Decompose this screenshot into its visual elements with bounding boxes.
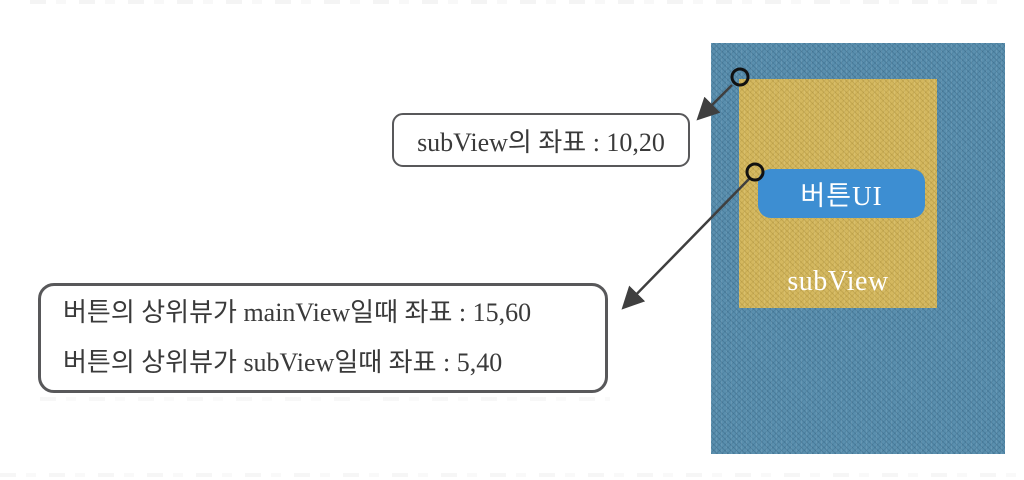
callout-button-line-mainview: 버튼의 상위뷰가 mainView일때 좌표 : 15,60: [63, 298, 532, 327]
callout-button-coordinates: 버튼의 상위뷰가 mainView일때 좌표 : 15,60 버튼의 상위뷰가 …: [38, 283, 608, 393]
button-ui-rect: 버튼UI: [758, 169, 925, 218]
sub-view-label: subView: [787, 266, 889, 297]
callout-button-line-subview: 버튼의 상위뷰가 subView일때 좌표 : 5,40: [63, 348, 503, 377]
cropped-text-artifact-middle: [40, 397, 610, 401]
cropped-text-artifact-bottom: [0, 473, 1024, 477]
callout-subview-coordinates: subView의 좌표 : 10,20: [392, 113, 690, 167]
cropped-text-artifact-top: [30, 0, 1005, 4]
